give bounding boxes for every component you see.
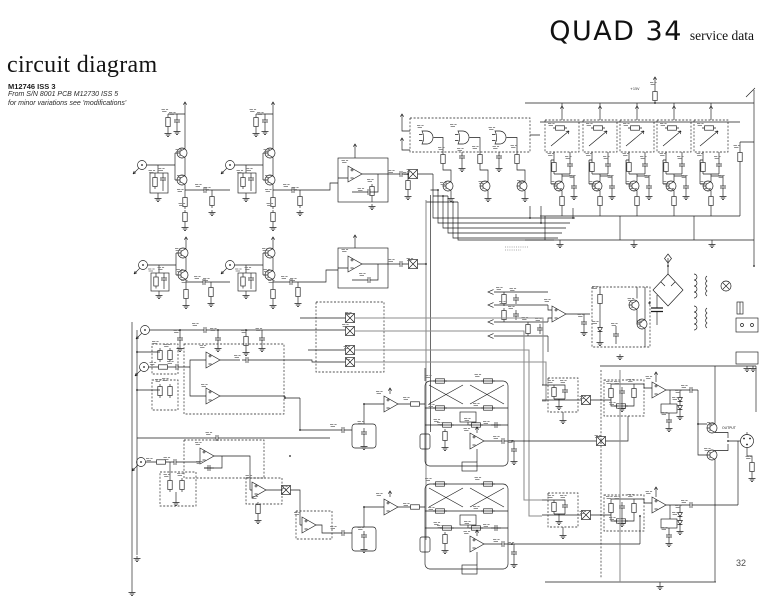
tone-block-channel-a — [300, 368, 597, 471]
opamp-stage-row2 — [337, 234, 426, 289]
header-brand: QUAD 34 service data — [549, 16, 754, 47]
opamp-stage-row1 — [337, 143, 433, 210]
selector-switch-column — [300, 301, 547, 517]
power-supply — [487, 253, 759, 372]
bus-staircase — [425, 174, 575, 540]
rear-input-section — [128, 322, 338, 596]
page-title: circuit diagram — [7, 52, 158, 78]
muting-bus — [594, 370, 629, 582]
page-number: 32 — [736, 558, 747, 568]
junction-dots — [136, 102, 755, 545]
note-line-2: for minor variations see 'modifications' — [8, 99, 127, 107]
input-stage-row1 — [133, 102, 338, 231]
filter-step-blocks: +15V — [525, 76, 756, 266]
note-line-1: From S/N 8001 PCB M12730 ISS 5 — [8, 91, 119, 98]
quad-logo: QUAD 34 — [549, 16, 683, 47]
switch-logic-block — [399, 113, 540, 202]
input-stage-row2 — [134, 237, 338, 309]
supply-rail-label: +15V — [630, 87, 640, 91]
output-socket-label: OUTPUT — [722, 426, 737, 430]
brand-suffix: service data — [689, 28, 754, 43]
output-stage-channel-b — [542, 441, 739, 590]
board-reference: M12746 ISS 3 — [8, 82, 56, 91]
tone-block-channel-b — [330, 478, 641, 575]
output-stage-channel-a: OUTPUT — [542, 365, 757, 582]
revision-notes: From S/N 8001 PCB M12730 ISS 5 for minor… — [8, 91, 126, 108]
